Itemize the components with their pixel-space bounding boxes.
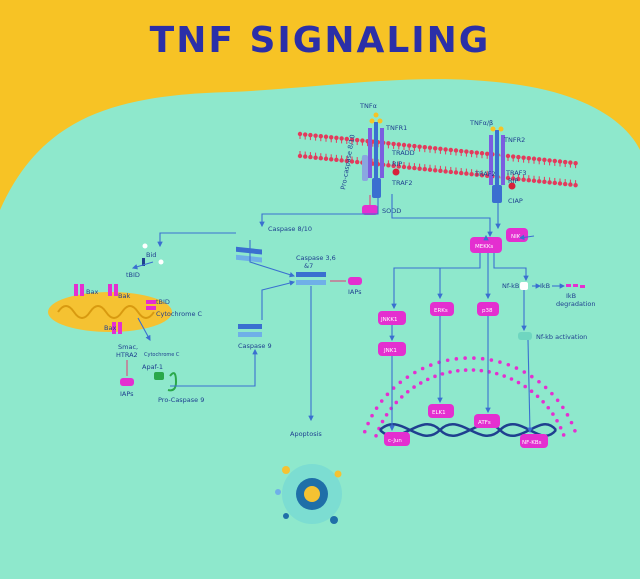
traf2-label-1: TRAF2 (391, 179, 413, 187)
apaf-label: Apaf-1 (142, 363, 163, 371)
caspase-3-6-7-label: Caspase 3,6 &7 (296, 254, 338, 270)
nfkbs-node (520, 434, 548, 448)
cjun-label: c-Jun (388, 438, 402, 444)
tradd-label: TRADD (391, 149, 415, 157)
pathway-arrows (131, 194, 566, 434)
cytochrome-c-label-1: Cytochrome C (156, 310, 203, 318)
rip-label-2: RIP (508, 177, 518, 185)
erks-node (430, 302, 454, 316)
iaps-label-2: IAPs (120, 390, 134, 398)
iaps-label-1: IAPs (348, 288, 362, 296)
cell-background (0, 79, 640, 579)
apoptotic-cell (275, 464, 342, 524)
iaps-box-2 (120, 378, 134, 386)
ciap-label: CIAP (508, 197, 523, 205)
rip-label-1: RIP (392, 160, 402, 168)
p38-node (477, 302, 499, 316)
jnk1-label: JNK1 (383, 348, 397, 354)
mitochondrion (48, 284, 172, 334)
cell-membrane (297, 131, 578, 188)
tbid-label-1: tBID (126, 271, 140, 279)
bak-label: Bak (118, 292, 130, 300)
apoptosome (154, 372, 178, 392)
caspase-8-10-label: Caspase 8/10 (268, 225, 312, 233)
tnfr1-receptor (362, 112, 384, 198)
atfs-node (474, 414, 500, 428)
caspase-9-label: Caspase 9 (238, 342, 272, 350)
traf3-label: TRAF3 (505, 169, 527, 177)
rip-marker-1 (392, 168, 400, 176)
procaspase-9-label: Pro-Caspase 9 (158, 396, 204, 404)
p38-label: p38 (482, 308, 493, 314)
caspase-9-shape (238, 324, 262, 337)
bax-label-2: Bax (104, 324, 116, 332)
cytochrome-c-label-2: Cytochrome C (144, 352, 180, 358)
jnk1-node (378, 342, 406, 356)
nik-label: NIK (511, 234, 521, 240)
bid-marker (142, 243, 164, 266)
elk1-label: ELK1 (432, 410, 446, 416)
ikb-label: IkB (540, 282, 550, 290)
nfkb-activation-label: Nf-kb activation (536, 333, 587, 341)
jnkk1-label: JNKK1 (380, 317, 397, 323)
nuclear-membrane (362, 356, 577, 438)
nfkbs-label: NF-KBs (522, 440, 542, 446)
ikb-fragments (566, 284, 585, 288)
mekks-label: MEKKs (475, 244, 493, 250)
rip-marker-2 (508, 182, 516, 190)
ikb-box (520, 282, 528, 290)
apoptosis-label: Apoptosis (290, 430, 322, 438)
smac-label: Smac, HTRA2 (116, 343, 140, 359)
page-title: TNF SIGNALING (150, 20, 491, 61)
ikb-degradation-label: IkB degradation (556, 292, 595, 308)
caspase-3-6-7-shape (296, 272, 326, 285)
sodd-box (362, 205, 378, 215)
bid-label: Bid (146, 251, 156, 259)
nfkb-label: Nf-kB (502, 282, 519, 290)
tnfr2-receptor (489, 126, 505, 203)
cjun-node (384, 432, 410, 446)
erks-label: ERKs (434, 308, 448, 314)
tnf-ab-label: TNFα/β (469, 119, 493, 127)
atfs-label: ATFs (478, 420, 491, 426)
traf2-label-2: TRAF2 (474, 170, 496, 178)
tbid-label-2: tBID (156, 298, 170, 306)
tnf-alpha-label: TNFα (359, 102, 377, 110)
iaps-box-1 (348, 277, 362, 285)
elk1-node (428, 404, 454, 418)
mekks-node (470, 237, 502, 253)
caspase-8-10-shape (236, 246, 262, 263)
tnfr2-label: TNFR2 (503, 136, 525, 144)
tnfr1-label: TNFR1 (385, 124, 407, 132)
jnkk1-node (378, 311, 406, 325)
bax-label-1: Bax (86, 288, 98, 296)
nfkb-activation-box (518, 332, 532, 340)
